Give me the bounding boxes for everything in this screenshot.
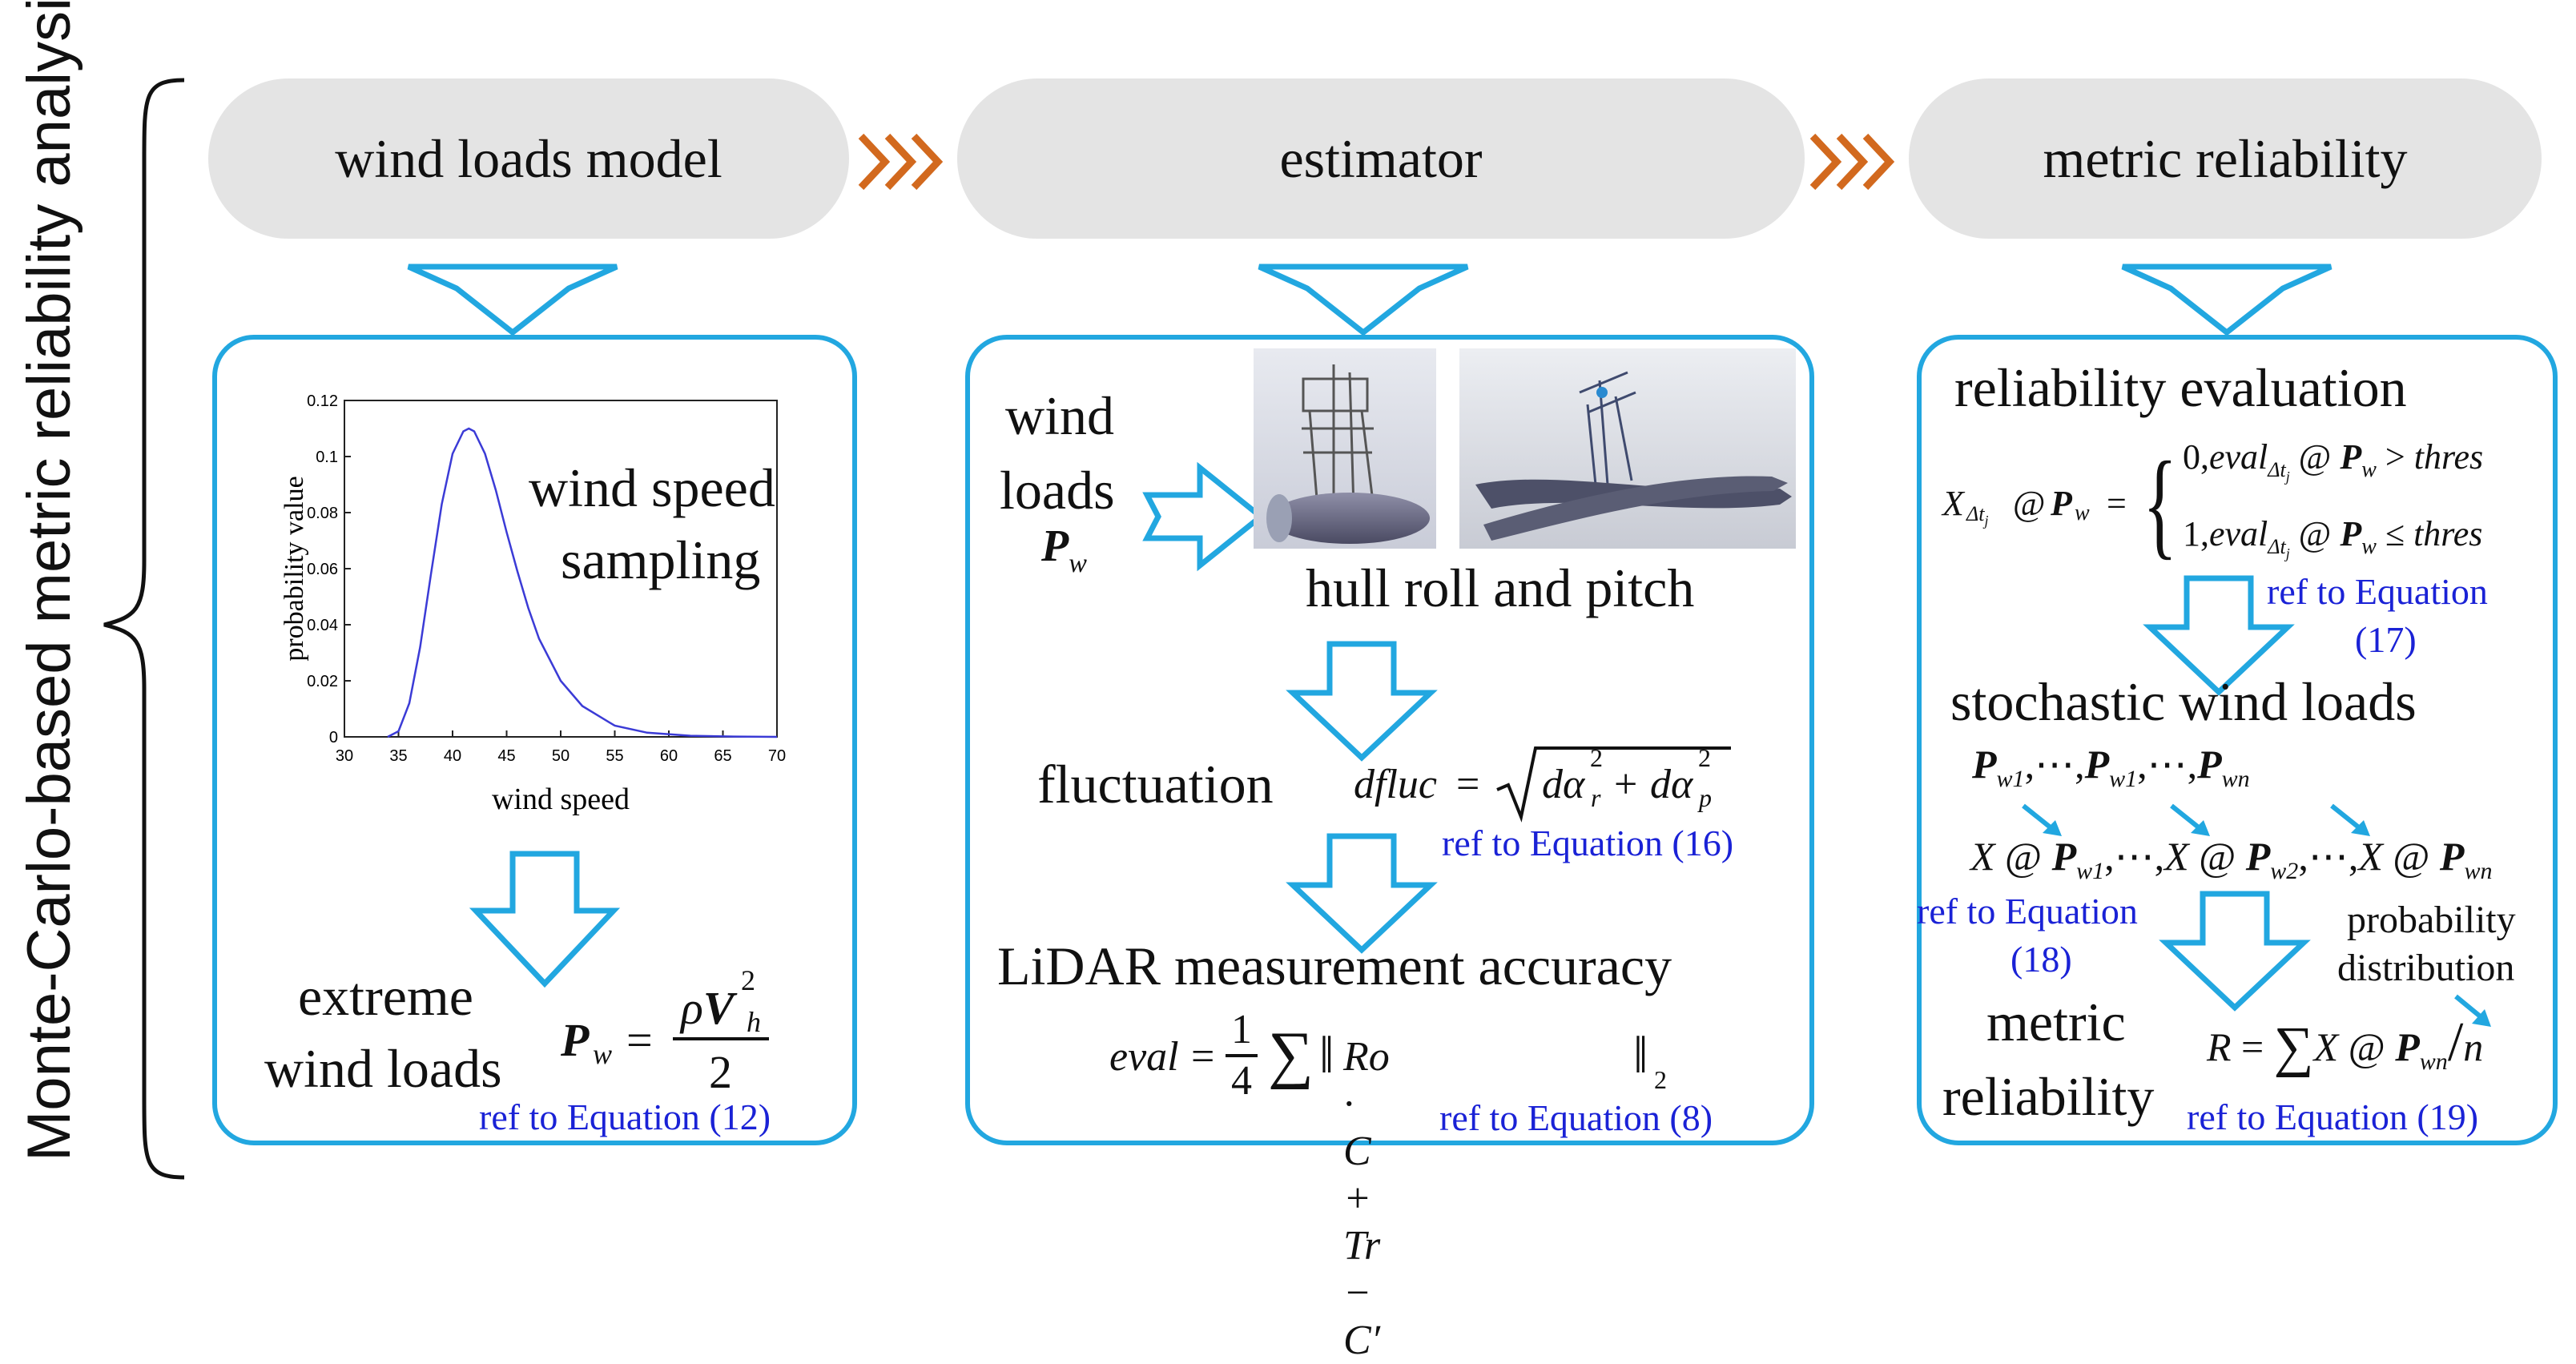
arrow-icon bbox=[2454, 994, 2491, 1027]
hollow-down-arrow-icon bbox=[469, 851, 621, 988]
stage-wind-loads-model: wind loads model bbox=[208, 78, 849, 239]
hollow-down-arrow-icon bbox=[2143, 575, 2295, 696]
hollow-right-arrow-icon bbox=[1142, 461, 1266, 572]
x-tick-label: 70 bbox=[768, 747, 786, 765]
hull-roll-render bbox=[1254, 348, 1436, 549]
arrow-icon bbox=[2170, 803, 2210, 836]
stochastic-loads-sequence: Pw1,⋯,Pw1,⋯,Pwn bbox=[1972, 742, 2250, 792]
down-arrow-icon bbox=[1258, 264, 1469, 336]
ref-equation-17-line2: (17) bbox=[2355, 619, 2417, 660]
probability-distribution-line1: probability bbox=[2347, 899, 2516, 941]
ref-equation-19: ref to Equation (19) bbox=[2187, 1096, 2479, 1137]
metric-reliability-line2: reliability bbox=[1942, 1066, 2155, 1127]
x-tick-label: 40 bbox=[444, 747, 461, 765]
wind-loads-line1: wind bbox=[1005, 385, 1114, 446]
side-label: Monte-Carlo-based metric reliability ana… bbox=[15, 0, 83, 1161]
down-arrow-icon bbox=[407, 264, 618, 336]
extreme-line2: wind loads bbox=[264, 1038, 502, 1099]
chevron-right-icon bbox=[858, 133, 944, 191]
stochastic-wind-loads-label: stochastic wind loads bbox=[1950, 671, 2417, 732]
y-tick-label: 0.1 bbox=[316, 449, 338, 466]
equation-18: X @ Pw1,⋯,X @ Pw2,⋯,X @ Pwn bbox=[1970, 834, 2493, 884]
metric-reliability-line1: metric bbox=[1986, 992, 2126, 1052]
extreme-line1: extreme bbox=[298, 966, 473, 1027]
fluctuation-label: fluctuation bbox=[1037, 754, 1274, 815]
x-tick-label: 55 bbox=[606, 747, 623, 765]
left-brace bbox=[103, 78, 185, 1180]
ref-equation-18-line2: (18) bbox=[2010, 939, 2072, 980]
probability-distribution-line2: distribution bbox=[2337, 947, 2515, 989]
x-tick-label: 30 bbox=[336, 747, 353, 765]
hull-pitch-render bbox=[1459, 348, 1796, 549]
arrow-icon bbox=[2330, 803, 2370, 836]
ref-equation-16: ref to Equation (16) bbox=[1442, 823, 1734, 863]
lidar-accuracy-label: LiDAR measurement accuracy bbox=[997, 935, 1672, 996]
ref-equation-17-line1: ref to Equation bbox=[2267, 571, 2488, 612]
ref-equation-8: ref to Equation (8) bbox=[1439, 1097, 1713, 1138]
hollow-down-arrow-icon bbox=[2159, 891, 2311, 1012]
reliability-evaluation-title: reliability evaluation bbox=[1954, 357, 2407, 418]
x-tick-label: 65 bbox=[714, 747, 731, 765]
y-tick-label: 0.12 bbox=[307, 392, 338, 410]
wind-speed-pdf-chart: 30 35 40 45 50 55 60 65 70 0 0.02 0.04 0.06 0.08 0.1 0.… bbox=[280, 392, 786, 816]
y-tick-label: 0.06 bbox=[307, 561, 338, 578]
x-tick-label: 50 bbox=[552, 747, 570, 765]
y-tick-label: 0.08 bbox=[307, 505, 338, 522]
panel1-title-line2: sampling bbox=[561, 529, 761, 590]
hollow-down-arrow-icon bbox=[1286, 641, 1438, 762]
pw-symbol: Pw bbox=[1041, 521, 1087, 578]
ref-equation-12: ref to Equation (12) bbox=[479, 1096, 771, 1137]
x-tick-label: 60 bbox=[660, 747, 678, 765]
x-axis-label: wind speed bbox=[492, 783, 630, 816]
arrow-icon bbox=[2022, 803, 2062, 836]
panel-metric-reliability bbox=[1917, 335, 2558, 1145]
wind-loads-line2: loads bbox=[1000, 460, 1115, 521]
down-arrow-icon bbox=[2121, 264, 2332, 336]
panel-wind-loads bbox=[212, 335, 857, 1145]
y-tick-label: 0 bbox=[329, 729, 338, 746]
stage-estimator: estimator bbox=[957, 78, 1805, 239]
x-tick-label: 35 bbox=[389, 747, 407, 765]
hollow-down-arrow-icon bbox=[1286, 833, 1438, 954]
stage-metric-reliability: metric reliability bbox=[1909, 78, 2542, 239]
y-axis-label: probability value bbox=[280, 476, 309, 661]
chevron-right-icon bbox=[1809, 133, 1895, 191]
y-tick-label: 0.02 bbox=[307, 673, 338, 690]
y-tick-label: 0.04 bbox=[307, 617, 338, 634]
panel1-title-line1: wind speed bbox=[529, 457, 775, 518]
x-tick-label: 45 bbox=[497, 747, 515, 765]
ref-equation-18-line1: ref to Equation bbox=[1917, 891, 2138, 931]
hull-roll-pitch-label: hull roll and pitch bbox=[1306, 557, 1695, 618]
equation-19: R = ∑X @ Pwn/n bbox=[2207, 1012, 2484, 1078]
pdf-series-line bbox=[387, 427, 778, 738]
